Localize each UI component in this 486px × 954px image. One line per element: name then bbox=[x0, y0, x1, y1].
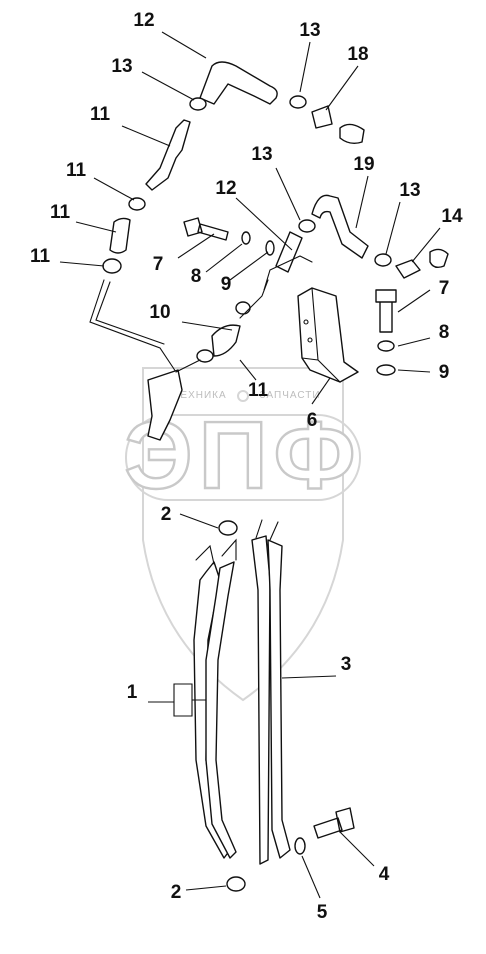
lower-tube-assembly bbox=[193, 519, 355, 892]
bracket-assembly bbox=[297, 287, 397, 383]
callout-19: 19 bbox=[353, 154, 374, 175]
bracket-6 bbox=[297, 287, 359, 383]
callout-8-b: 8 bbox=[439, 322, 450, 343]
part-12 bbox=[275, 231, 303, 273]
callout-4: 4 bbox=[379, 864, 390, 885]
clamp-13-b bbox=[298, 219, 316, 233]
clamp-13-d bbox=[289, 95, 307, 109]
tube-1-right bbox=[205, 561, 237, 859]
callout-13-b: 13 bbox=[299, 20, 320, 41]
bolt-4 bbox=[313, 807, 355, 839]
part-17 bbox=[311, 105, 333, 129]
watermark-caption-left: ТЕХНИКА bbox=[173, 390, 226, 401]
callout-13-d: 13 bbox=[399, 180, 420, 201]
callout-numbers: 12 13 11 11 11 11 13 18 13 12 7 8 9 19 1… bbox=[30, 10, 463, 923]
middle-hose-assembly bbox=[183, 95, 449, 291]
callout-5: 5 bbox=[317, 902, 328, 923]
part-17-sleeve bbox=[339, 123, 365, 145]
callout-7-a: 7 bbox=[153, 254, 164, 275]
callout-13-a: 13 bbox=[111, 56, 132, 77]
washer-9-b bbox=[376, 364, 396, 376]
fitting-14 bbox=[395, 248, 449, 279]
callout-9-a: 9 bbox=[221, 274, 232, 295]
callout-13-c: 13 bbox=[251, 144, 272, 165]
callout-1: 1 bbox=[127, 682, 138, 703]
callout-6: 6 bbox=[307, 410, 318, 431]
washer-9-a bbox=[265, 240, 275, 256]
callout-10: 10 bbox=[149, 302, 170, 323]
callout-3: 3 bbox=[341, 654, 352, 675]
clamp-13-a bbox=[189, 97, 207, 111]
tube-16 bbox=[145, 119, 191, 191]
callout-2-bottom: 2 bbox=[171, 882, 182, 903]
hose-18 bbox=[199, 61, 278, 105]
clamp-2-top bbox=[218, 520, 238, 536]
callout-14: 14 bbox=[441, 206, 463, 227]
upper-left-hose-assembly bbox=[89, 61, 278, 441]
clamp-11-b bbox=[102, 258, 122, 274]
bolt-7-b bbox=[375, 289, 397, 333]
callout-18: 12 bbox=[133, 10, 154, 31]
clamp-2-bottom bbox=[226, 876, 246, 892]
callout-11-b: 11 bbox=[30, 246, 51, 267]
callout-2-top: 2 bbox=[161, 504, 172, 525]
watermark-caption-right: ЗАПЧАСТИ bbox=[259, 390, 320, 401]
callout-9-b: 9 bbox=[439, 362, 450, 383]
washer-8-b bbox=[377, 340, 395, 352]
callout-11-c: 11 bbox=[248, 380, 269, 401]
connector-lower bbox=[147, 369, 183, 441]
tube-3-right bbox=[267, 539, 291, 859]
washer-5 bbox=[294, 837, 306, 855]
hydraulic-line-left bbox=[89, 279, 177, 373]
fitting-upper-10 bbox=[235, 301, 251, 315]
callout-7-b: 7 bbox=[439, 278, 450, 299]
washer-8-a bbox=[241, 231, 251, 245]
callout-17: 18 bbox=[347, 44, 368, 65]
hose-10 bbox=[211, 324, 241, 357]
callout-12: 12 bbox=[215, 178, 236, 199]
tube-3-left bbox=[251, 535, 271, 865]
hose-15 bbox=[109, 217, 131, 254]
callout-16: 11 bbox=[90, 104, 111, 125]
callout-11-a: 11 bbox=[66, 160, 87, 181]
bolt-7-a bbox=[183, 217, 229, 241]
clamp-13-c bbox=[374, 253, 392, 267]
clamp-11-c bbox=[196, 349, 214, 363]
hose-19 bbox=[311, 194, 369, 259]
callout-15: 11 bbox=[50, 202, 71, 223]
leader-lines bbox=[59, 31, 441, 899]
callout-8-a: 8 bbox=[191, 266, 202, 287]
clamp-11-a bbox=[128, 197, 146, 211]
